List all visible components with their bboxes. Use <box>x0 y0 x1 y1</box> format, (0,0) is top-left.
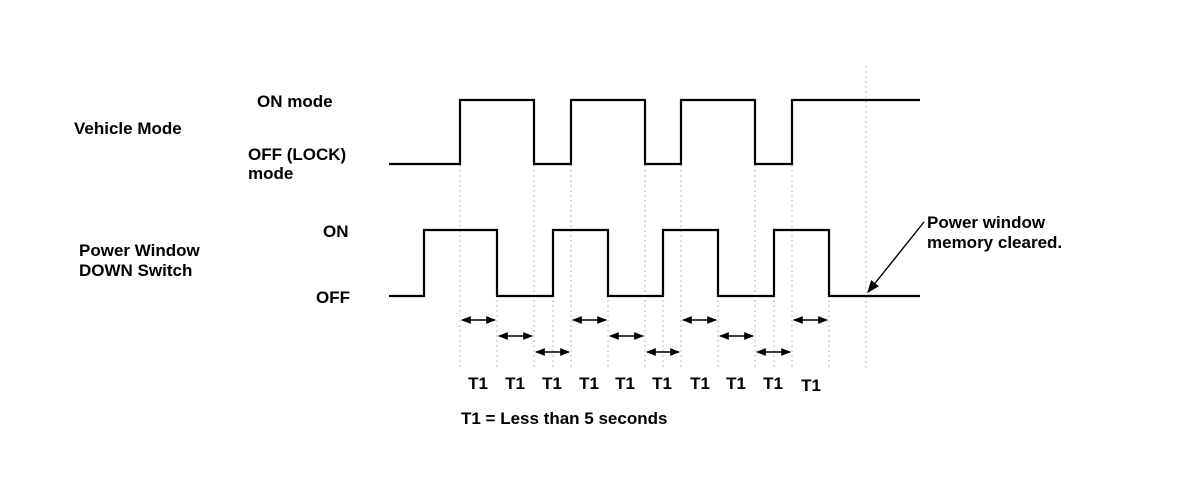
interval-labels: T1 T1 T1 T1 T1 T1 T1 T1 T1 T1 <box>468 374 821 395</box>
callout-line2: memory cleared. <box>927 233 1062 252</box>
interval-label: T1 <box>615 374 635 393</box>
vehicle-mode-label: Vehicle Mode <box>74 119 182 138</box>
interval-label: T1 <box>652 374 672 393</box>
interval-label: T1 <box>579 374 599 393</box>
switch-label-line2: DOWN Switch <box>79 261 192 280</box>
off-lock-label: OFF (LOCK) <box>248 145 346 164</box>
interval-label: T1 <box>801 376 821 395</box>
interval-label: T1 <box>763 374 783 393</box>
interval-label: T1 <box>726 374 746 393</box>
interval-arrows <box>461 316 828 356</box>
vehicle-mode-waveform <box>389 98 920 166</box>
interval-label: T1 <box>468 374 488 393</box>
interval-label: T1 <box>505 374 525 393</box>
guide-lines <box>459 66 867 370</box>
switch-label-line1: Power Window <box>79 241 201 260</box>
callout-line1: Power window <box>927 213 1046 232</box>
switch-waveform <box>389 228 920 298</box>
switch-on-label: ON <box>323 222 349 241</box>
switch-off-label: OFF <box>316 288 350 307</box>
interval-label: T1 <box>542 374 562 393</box>
interval-label: T1 <box>690 374 710 393</box>
off-mode-label: mode <box>248 164 293 183</box>
callout-arrow <box>867 221 925 293</box>
t1-legend: T1 = Less than 5 seconds <box>461 409 667 428</box>
on-mode-label: ON mode <box>257 92 333 111</box>
